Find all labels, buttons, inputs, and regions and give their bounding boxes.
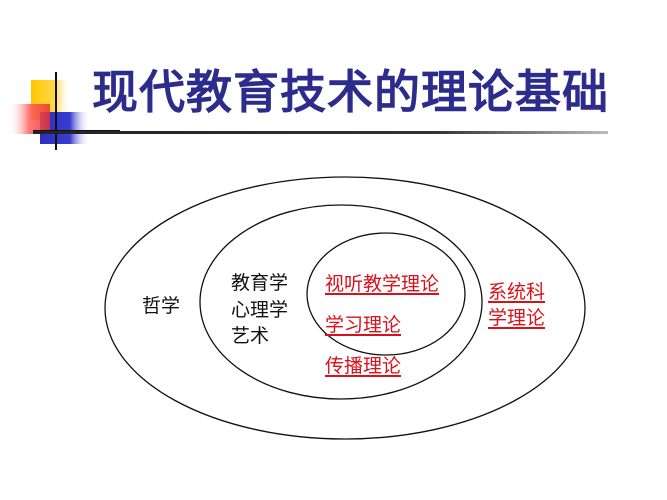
art-label: 艺术 (231, 325, 270, 347)
psychology-label: 心理学 (231, 299, 289, 321)
learning-theory-link[interactable]: 学习理论 (325, 314, 402, 336)
outer-ellipse (104, 176, 586, 440)
inner-ellipse (306, 232, 466, 356)
systems-science-theory-link-line2[interactable]: 学理论 (488, 307, 546, 329)
slide-title: 现代教育技术的理论基础 (92, 65, 609, 119)
title-underline-divider (33, 131, 608, 134)
systems-science-theory-link-line1[interactable]: 系统科 (488, 281, 546, 303)
philosophy-label: 哲学 (142, 295, 181, 317)
middle-ellipse (199, 204, 483, 400)
av-teaching-theory-link[interactable]: 视听教学理论 (325, 273, 440, 295)
communication-theory-link[interactable]: 传播理论 (325, 355, 402, 377)
education-label: 教育学 (231, 272, 289, 294)
